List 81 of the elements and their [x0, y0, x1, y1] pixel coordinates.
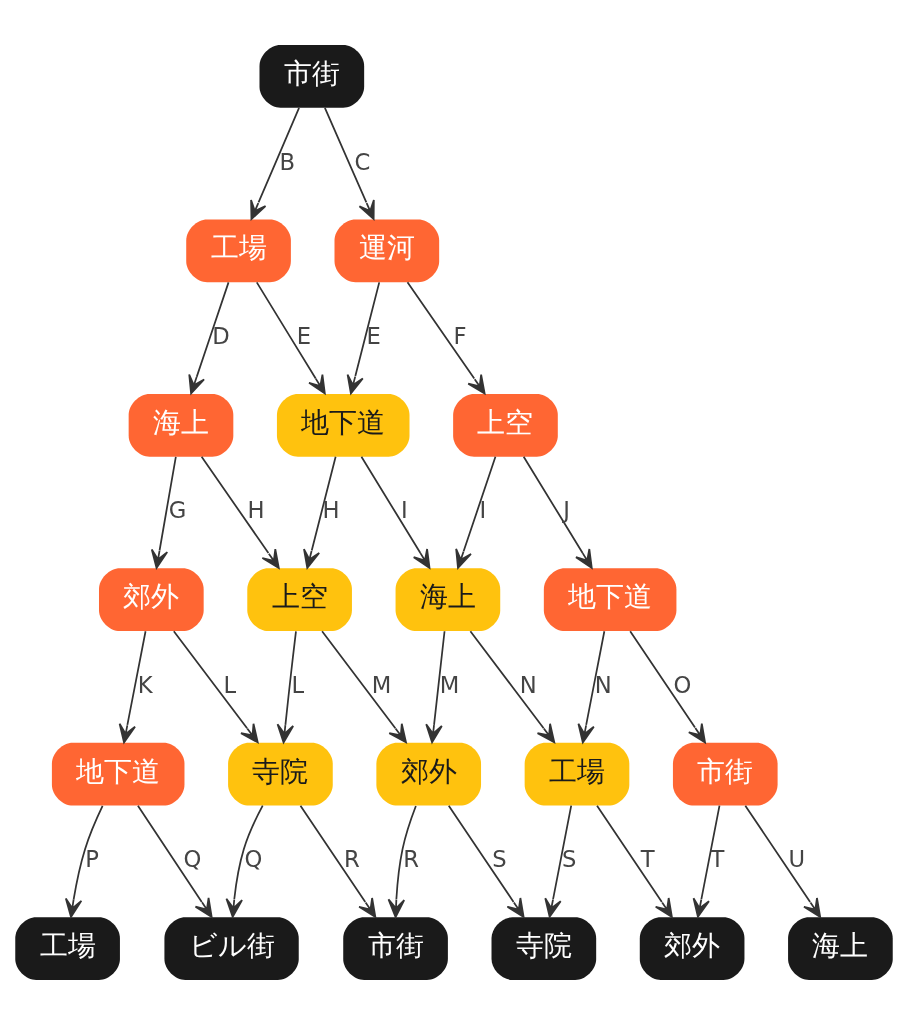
node-box: 郊外 — [99, 567, 204, 631]
edge-label: C — [354, 148, 371, 175]
node-box: 運河 — [334, 218, 440, 282]
arrow — [744, 804, 822, 918]
edge-label: H — [247, 496, 265, 523]
arrow — [522, 455, 593, 569]
arrow — [346, 281, 381, 394]
arrow — [225, 804, 264, 918]
node-box: 市街 — [259, 44, 365, 108]
edge-label: R — [403, 845, 420, 872]
node-box: 市街 — [672, 742, 778, 806]
edge-label: B — [279, 148, 296, 175]
edge-label: S — [561, 845, 577, 872]
arrow — [118, 629, 147, 743]
arrow — [360, 455, 431, 569]
edge-label: R — [344, 845, 360, 872]
arrow — [255, 281, 326, 394]
edge-label: N — [519, 671, 537, 698]
node-box: 郊外 — [639, 916, 745, 980]
arrow — [299, 804, 377, 918]
edge-label: O — [673, 671, 692, 698]
edge-label: H — [322, 496, 340, 523]
edge-label: Q — [244, 845, 263, 872]
arrow — [447, 804, 525, 918]
node-box: 工場 — [15, 916, 120, 980]
arrow — [469, 629, 556, 743]
edge-label: J — [563, 496, 570, 523]
arrow — [324, 106, 375, 220]
arrow — [321, 629, 407, 743]
edge-label: T — [710, 845, 725, 872]
edge-label: G — [168, 496, 187, 523]
edge-label: E — [366, 322, 381, 349]
edge-label: U — [788, 845, 806, 872]
node-box: 寺院 — [228, 742, 333, 806]
node-box: 地下道 — [276, 393, 410, 457]
arrow — [596, 804, 673, 918]
node-box: 上空 — [247, 567, 352, 631]
arrow — [250, 106, 300, 220]
edge-label: S — [492, 845, 507, 872]
arrow — [64, 804, 104, 918]
node-box: 工場 — [186, 218, 291, 282]
arrow — [425, 629, 446, 743]
arrow — [303, 455, 337, 569]
node-box: 海上 — [128, 393, 234, 457]
node-box: 地下道 — [543, 567, 677, 631]
arrow — [629, 629, 706, 743]
node-box: 寺院 — [491, 916, 597, 980]
arrow — [544, 804, 573, 918]
edge-label: F — [453, 322, 467, 349]
node-box: 郊外 — [376, 742, 482, 806]
edge-label: I — [400, 496, 408, 523]
edge-label: I — [479, 496, 487, 523]
edge-label: M — [439, 671, 460, 698]
edge-label: M — [371, 671, 392, 698]
edge-label: Q — [183, 845, 202, 872]
node-box: 海上 — [395, 567, 501, 631]
edge-label: D — [212, 322, 230, 349]
arrow — [188, 281, 230, 394]
node-box: 地下道 — [51, 742, 185, 806]
node-box: ビル街 — [164, 916, 299, 980]
arrow — [200, 455, 280, 569]
edge-label: K — [137, 671, 153, 698]
edge-label: T — [640, 845, 655, 872]
arrow — [276, 630, 297, 743]
edge-label: L — [223, 671, 237, 698]
arrow — [406, 281, 486, 394]
arrow — [150, 455, 177, 569]
node-box: 上空 — [453, 393, 558, 457]
arrow — [387, 804, 417, 918]
node-box: 海上 — [788, 916, 893, 980]
edge-label: P — [85, 845, 99, 872]
edge-label: N — [594, 671, 612, 698]
arrow — [577, 629, 606, 743]
node-box: 工場 — [524, 742, 630, 806]
arrow — [137, 804, 213, 918]
edge-label: E — [296, 322, 312, 349]
arrow — [172, 629, 259, 743]
node-box: 市街 — [343, 916, 448, 980]
arrow — [455, 455, 497, 569]
edge-label: L — [291, 671, 305, 698]
arrow — [692, 804, 721, 918]
